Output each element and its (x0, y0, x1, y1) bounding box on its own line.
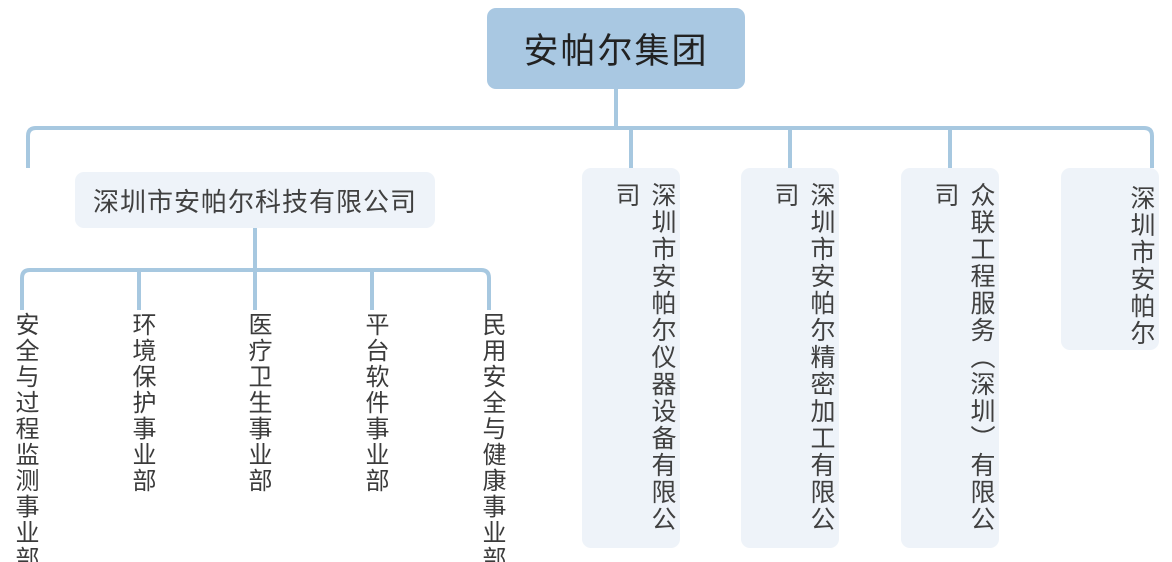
node-department-civil-safety-health[interactable]: 民用安全与健康事业部 (475, 312, 510, 562)
connector-department-bus (20, 268, 491, 310)
node-subsidiary-shenzhen-anpaer[interactable]: 深圳市安帕尔 (1061, 168, 1159, 350)
node-department-safety-monitoring[interactable]: 安全与过程监测事业部 (8, 312, 43, 562)
node-subsidiary-shenzhen-anpaer-label: 深圳市安帕尔 (1127, 185, 1156, 347)
node-subsidiary-instrument[interactable]: 深圳市安帕尔仪器设备有限公司 (582, 168, 680, 548)
node-department-environment-label: 环境保护事业部 (128, 312, 156, 494)
node-subsidiary-precision-label: 深圳市安帕尔精密加工有限公司 (771, 182, 836, 533)
node-department-medical[interactable]: 医疗卫生事业部 (241, 312, 276, 494)
node-department-safety-monitoring-label: 安全与过程监测事业部 (11, 312, 39, 562)
node-root-label: 安帕尔集团 (523, 32, 709, 72)
node-root-group[interactable]: 安帕尔集团 (487, 8, 745, 89)
node-subsidiary-instrument-label: 深圳市安帕尔仪器设备有限公司 (612, 182, 677, 533)
node-department-civil-safety-health-label: 民用安全与健康事业部 (478, 312, 506, 562)
node-department-platform-software-label: 平台软件事业部 (361, 312, 389, 494)
node-subsidiary-engineering[interactable]: 众联工程服务（深圳）有限公司 (901, 168, 999, 548)
node-subsidiary-engineering-label: 众联工程服务（深圳）有限公司 (931, 182, 996, 533)
node-subsidiary-tech[interactable]: 深圳市安帕尔科技有限公司 (75, 172, 435, 228)
node-department-environment[interactable]: 环境保护事业部 (125, 312, 160, 494)
node-subsidiary-precision[interactable]: 深圳市安帕尔精密加工有限公司 (741, 168, 839, 548)
connector-level2-bus (26, 126, 1154, 168)
node-subsidiary-tech-label: 深圳市安帕尔科技有限公司 (92, 187, 417, 218)
node-department-medical-label: 医疗卫生事业部 (244, 312, 272, 494)
node-department-platform-software[interactable]: 平台软件事业部 (358, 312, 393, 494)
